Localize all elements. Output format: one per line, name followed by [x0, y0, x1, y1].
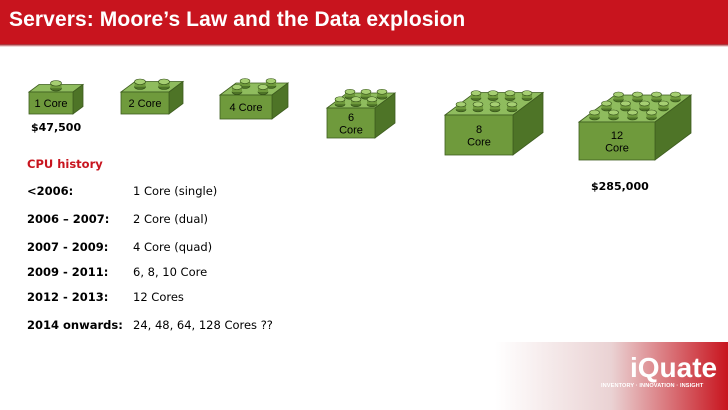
stud-top [257, 84, 269, 90]
history-cores: 2 Core (dual) [133, 212, 209, 226]
history-cores: 4 Core (quad) [133, 240, 213, 254]
stud-top [470, 90, 482, 96]
brand-logo: iQuate [630, 352, 717, 384]
stud-top [239, 78, 251, 84]
price-low: $47,500 [31, 121, 82, 134]
stud-top [366, 96, 378, 103]
block-label: Core [605, 143, 629, 155]
stud-top [601, 100, 612, 107]
stud-top [489, 101, 501, 108]
stud-top [521, 90, 533, 96]
brand-logo-text: iQuate [630, 352, 718, 383]
brand-tagline: INVENTORY · INNOVATION · INSIGHT [601, 383, 704, 389]
stud-top [639, 100, 650, 107]
core-block: 4 Core [218, 78, 290, 120]
block-front-face [219, 94, 273, 120]
stud-top [50, 80, 62, 87]
block-label: Core [467, 137, 491, 149]
stud-top [360, 88, 372, 95]
core-block: 1 Core [27, 80, 85, 115]
history-row: <2006: 1 Core (single) [27, 184, 427, 200]
slide-title: Servers: Moore’s Law and the Data explos… [9, 8, 466, 31]
stud-top [651, 91, 662, 98]
history-cores: 6, 8, 10 Core [133, 265, 208, 279]
stud-top [472, 101, 484, 108]
stud-top [334, 96, 346, 103]
stud-top [455, 101, 467, 108]
stud-top [589, 109, 600, 116]
stud-top [344, 88, 356, 95]
history-cores: 1 Core (single) [133, 184, 218, 198]
stud-top [627, 109, 638, 116]
stud-top [487, 90, 499, 96]
stud-top [231, 84, 243, 90]
history-row: 2012 - 2013: 12 Cores [27, 290, 427, 306]
block-label: 2 Core [128, 98, 161, 110]
history-row: 2009 - 2011: 6, 8, 10 Core [27, 265, 427, 281]
footer-band [0, 342, 728, 410]
title-bar-shadow [0, 44, 728, 47]
stud-top [265, 78, 277, 84]
stud-top [670, 91, 681, 98]
price-high: $285,000 [591, 180, 649, 193]
cpu-history-heading: CPU history [27, 157, 103, 171]
stud-top [658, 100, 669, 107]
stud-top [376, 88, 388, 95]
block-label: 8 [476, 124, 482, 136]
stud-top [134, 78, 146, 85]
history-cores: 24, 48, 64, 128 Cores ?? [133, 318, 273, 332]
stud-top [613, 91, 624, 98]
history-era: 2014 onwards: [27, 318, 123, 332]
stud-top [506, 101, 518, 108]
history-era: 2012 - 2013: [27, 290, 109, 304]
history-row: 2007 - 2009: 4 Core (quad) [27, 240, 427, 256]
history-era: 2007 - 2009: [27, 240, 109, 254]
history-era: 2006 – 2007: [27, 212, 110, 226]
block-label: 1 Core [34, 98, 67, 110]
block-front-face [326, 107, 376, 139]
block-label: 12 [611, 130, 623, 142]
block-label: 6 [348, 112, 354, 124]
history-cores: 12 Cores [133, 290, 184, 304]
stud-top [632, 91, 643, 98]
block-front-face [120, 91, 170, 115]
block-front-face [28, 91, 74, 115]
block-label: 4 Core [229, 102, 262, 114]
stud-top [646, 109, 657, 116]
stud-top [158, 78, 170, 85]
block-front-face [444, 114, 514, 156]
stud-top [504, 90, 516, 96]
core-block: 2 Core [119, 78, 185, 115]
block-front-face [578, 121, 656, 161]
history-era: <2006: [27, 184, 74, 198]
history-era: 2009 - 2011: [27, 265, 109, 279]
history-row: 2006 – 2007: 2 Core (dual) [27, 212, 427, 228]
history-row: 2014 onwards: 24, 48, 64, 128 Cores ?? [27, 318, 427, 334]
stud-top [620, 100, 631, 107]
title-bar [0, 0, 728, 44]
block-label: Core [339, 125, 363, 137]
stud-top [350, 96, 362, 103]
stud-top [608, 109, 619, 116]
